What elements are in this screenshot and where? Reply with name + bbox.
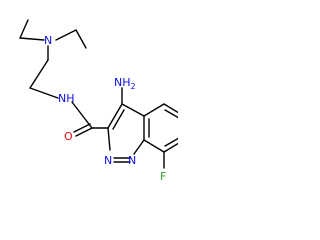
bond: [55, 29, 77, 41]
atom-nh2: NH2: [114, 76, 136, 91]
bond: [29, 59, 49, 89]
bond-layer: [19, 19, 178, 169]
atom-n2-ring: N: [104, 154, 112, 167]
molecule-structure: N NH O NH2 N N F: [19, 19, 178, 183]
bond: [19, 37, 45, 41]
bond: [112, 109, 125, 130]
atom-labels: N NH O NH2 N N F: [44, 34, 166, 183]
bond: [107, 103, 123, 129]
bond: [164, 137, 178, 147]
bond: [163, 103, 178, 114]
bond: [133, 139, 145, 155]
atom-nh-amide: NH: [58, 92, 75, 105]
atom-nh2-subscript: 2: [131, 82, 136, 91]
bond: [29, 87, 59, 99]
atom-n-amine: N: [44, 34, 52, 47]
bond: [73, 123, 91, 133]
bond: [75, 127, 93, 137]
atom-n1-ring: N: [128, 154, 136, 167]
atom-f: F: [160, 170, 166, 183]
bond: [107, 127, 111, 151]
bond: [143, 103, 165, 117]
bond: [75, 29, 87, 49]
atom-o-carbonyl: O: [64, 130, 73, 143]
bond: [121, 103, 145, 117]
bond: [163, 142, 178, 153]
bond: [164, 109, 178, 119]
bond: [19, 19, 29, 39]
atom-nh2-text: NH: [114, 76, 131, 89]
bond: [71, 101, 93, 129]
bond: [143, 139, 165, 153]
